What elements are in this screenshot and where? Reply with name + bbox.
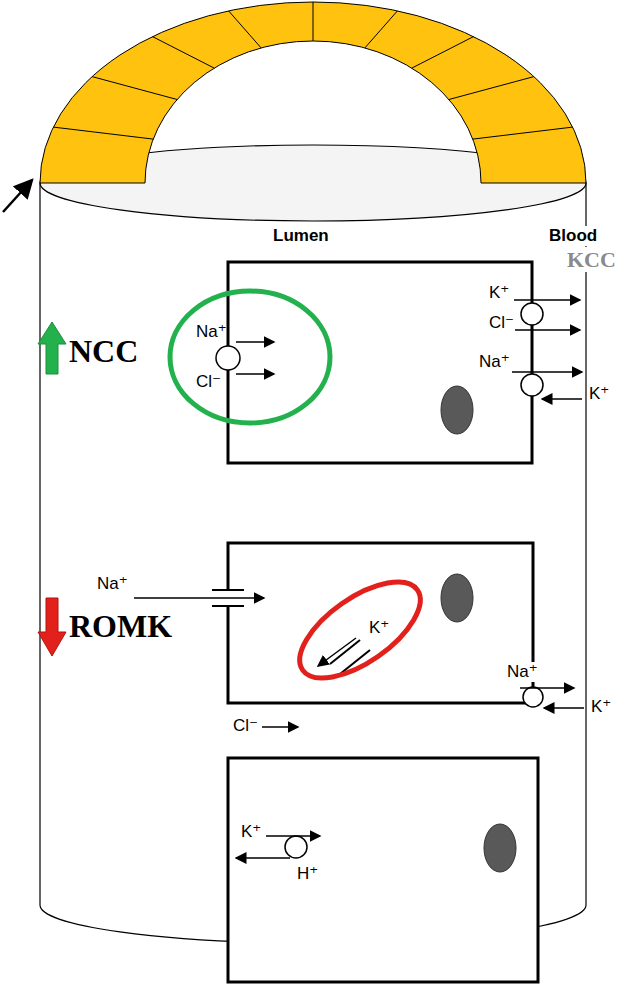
ion-flux-arrow (134, 597, 264, 599)
romk-highlight: K⁺ (295, 578, 425, 682)
ion-flux-arrow (542, 398, 582, 400)
ion-flux-arrow (236, 341, 274, 343)
ion-label: Cl⁻ (232, 716, 259, 736)
cell-nucleus (441, 386, 473, 434)
ion-label: K⁺ (488, 283, 510, 303)
tubule-cylinder (39, 183, 40, 905)
region-label: Lumen (272, 226, 330, 246)
highlight-outline (295, 578, 425, 682)
ion-flux-arrow (236, 373, 274, 375)
channel-symbol (212, 589, 244, 591)
ion-flux-arrow (318, 638, 356, 666)
ion-label: Na⁺ (96, 574, 129, 594)
basement-arch (40, 2, 586, 183)
ion-label: K⁺ (590, 697, 612, 717)
ion-label: Cl⁻ (195, 372, 222, 392)
basement-arch (313, 2, 314, 41)
ion-flux-arrow (134, 300, 584, 858)
ion-label: Na⁺ (478, 352, 511, 372)
epithelial-cells (228, 758, 538, 982)
basement-arch (229, 11, 262, 48)
epithelial-cells (228, 262, 538, 982)
ion-label: K⁺ (240, 822, 262, 842)
ion-label: H⁺ (296, 864, 319, 884)
pointer-arrow (3, 180, 32, 212)
up-arrow (38, 322, 66, 374)
transporter-symbol (216, 346, 240, 370)
ion-flux-arrow (236, 857, 290, 859)
cell-nucleus (441, 574, 473, 622)
ion-flux-arrow (514, 299, 580, 301)
transporter-symbol (521, 303, 543, 325)
basement-arch (53, 127, 153, 139)
basement-arch (449, 77, 534, 100)
ion-label: Na⁺ (506, 662, 539, 682)
epithelial-cells (228, 543, 533, 703)
channel-symbol (212, 605, 244, 607)
basement-arch (473, 127, 573, 139)
transporter-symbol (285, 836, 307, 858)
ion-label: K⁺ (368, 618, 390, 638)
pointer-arrow (3, 180, 32, 212)
ion-label: Cl⁻ (488, 313, 515, 333)
ion-flux-arrow (266, 835, 320, 837)
ion-label: K⁺ (588, 384, 610, 404)
ion-flux-arrow (544, 707, 584, 709)
basement-arch (92, 77, 177, 100)
transporter-name: ROMK (68, 608, 173, 645)
down-arrow (38, 598, 66, 656)
basement-arch (153, 37, 215, 69)
basement-arch (365, 11, 398, 48)
transporter-symbol (521, 374, 543, 396)
cell-nucleus (484, 824, 516, 872)
ion-label: Na⁺ (195, 322, 228, 342)
highlight-ellipse (170, 291, 330, 423)
transporter-symbol (216, 303, 543, 858)
transporter-symbol (523, 687, 543, 707)
up-arrow (38, 322, 66, 374)
transporter-name: KCC (566, 247, 617, 272)
ncc-highlight: Na⁺ Cl⁻ (165, 286, 335, 428)
highlight-ellipse (284, 564, 435, 697)
ion-flux-arrow (520, 687, 574, 689)
region-label: Blood (548, 226, 598, 246)
ion-flux-arrow (262, 726, 298, 728)
ion-flux-arrow (514, 329, 580, 331)
highlight-outline (165, 286, 335, 428)
transporter-name: NCC (68, 333, 139, 370)
basement-arch (40, 2, 586, 183)
epithelial-cells (228, 543, 533, 703)
down-arrow (38, 598, 66, 656)
basement-arch (412, 37, 474, 69)
ion-flux-arrow (512, 371, 582, 373)
cell-nucleus (441, 386, 516, 872)
tubule-cylinder (585, 183, 586, 905)
